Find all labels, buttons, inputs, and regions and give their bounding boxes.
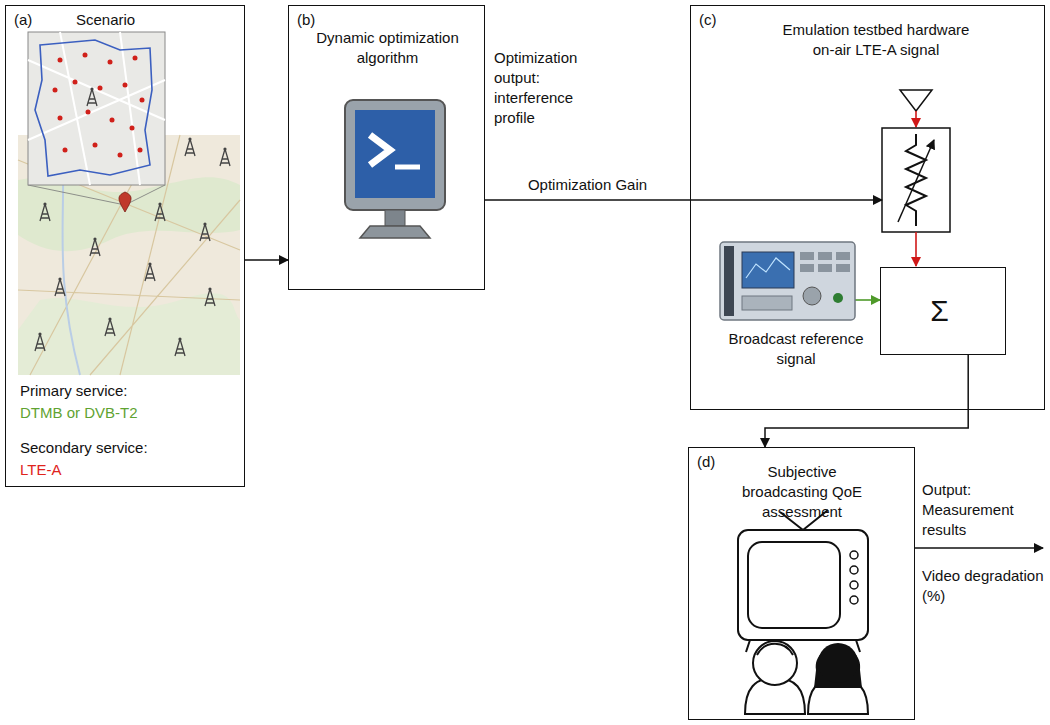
- attenuator-chain: [855, 90, 950, 300]
- sum-symbol: Σ: [881, 294, 998, 328]
- qoe-box: (d) Subjective broadcasting QoE assessmen…: [688, 447, 915, 720]
- region-map: [18, 32, 240, 375]
- connector-arrow: [765, 355, 968, 447]
- output-note: Optimization output: interference profil…: [492, 48, 606, 128]
- output-arrow: [915, 547, 1043, 549]
- output-note: Output: Measurement results: [920, 480, 1048, 540]
- edge-label: Optimization Gain: [526, 175, 649, 195]
- service-name: LTE-A: [20, 460, 61, 480]
- device-label: Broadcast reference signal: [726, 329, 866, 369]
- signal-generator: [720, 242, 855, 320]
- output-note: Video degradation (%): [920, 566, 1048, 606]
- scenario-box: (a) ScenarioPrimary service:DTMB or DVB-T…: [5, 5, 245, 487]
- tv-viewers-drawing: [738, 510, 868, 714]
- panel-title: Scenario: [76, 10, 135, 30]
- connector-arrow: [485, 199, 882, 201]
- connector-arrow: [245, 259, 288, 261]
- panel-title: Emulation testbed hardware on-air LTE-A …: [771, 20, 981, 60]
- panel-title: Subjective broadcasting QoE assessment: [727, 462, 877, 522]
- summer-box: Σ: [880, 267, 1006, 355]
- service-name: DTMB or DVB-T2: [20, 403, 138, 423]
- panel-letter: (a): [14, 10, 32, 30]
- algorithm-box: (b)Dynamic optimization algorithm: [288, 5, 485, 290]
- panel-title: Dynamic optimization algorithm: [304, 28, 471, 68]
- terminal-icon: [345, 100, 445, 238]
- panel-letter: (b): [297, 10, 315, 30]
- service-label: Primary service:: [20, 381, 128, 401]
- panel-letter: (d): [697, 452, 715, 472]
- panel-letter: (c): [699, 10, 717, 30]
- testbed-box: (c) Emulation testbed hardware on-air LTE…: [690, 5, 1045, 410]
- service-label: Secondary service:: [20, 438, 148, 458]
